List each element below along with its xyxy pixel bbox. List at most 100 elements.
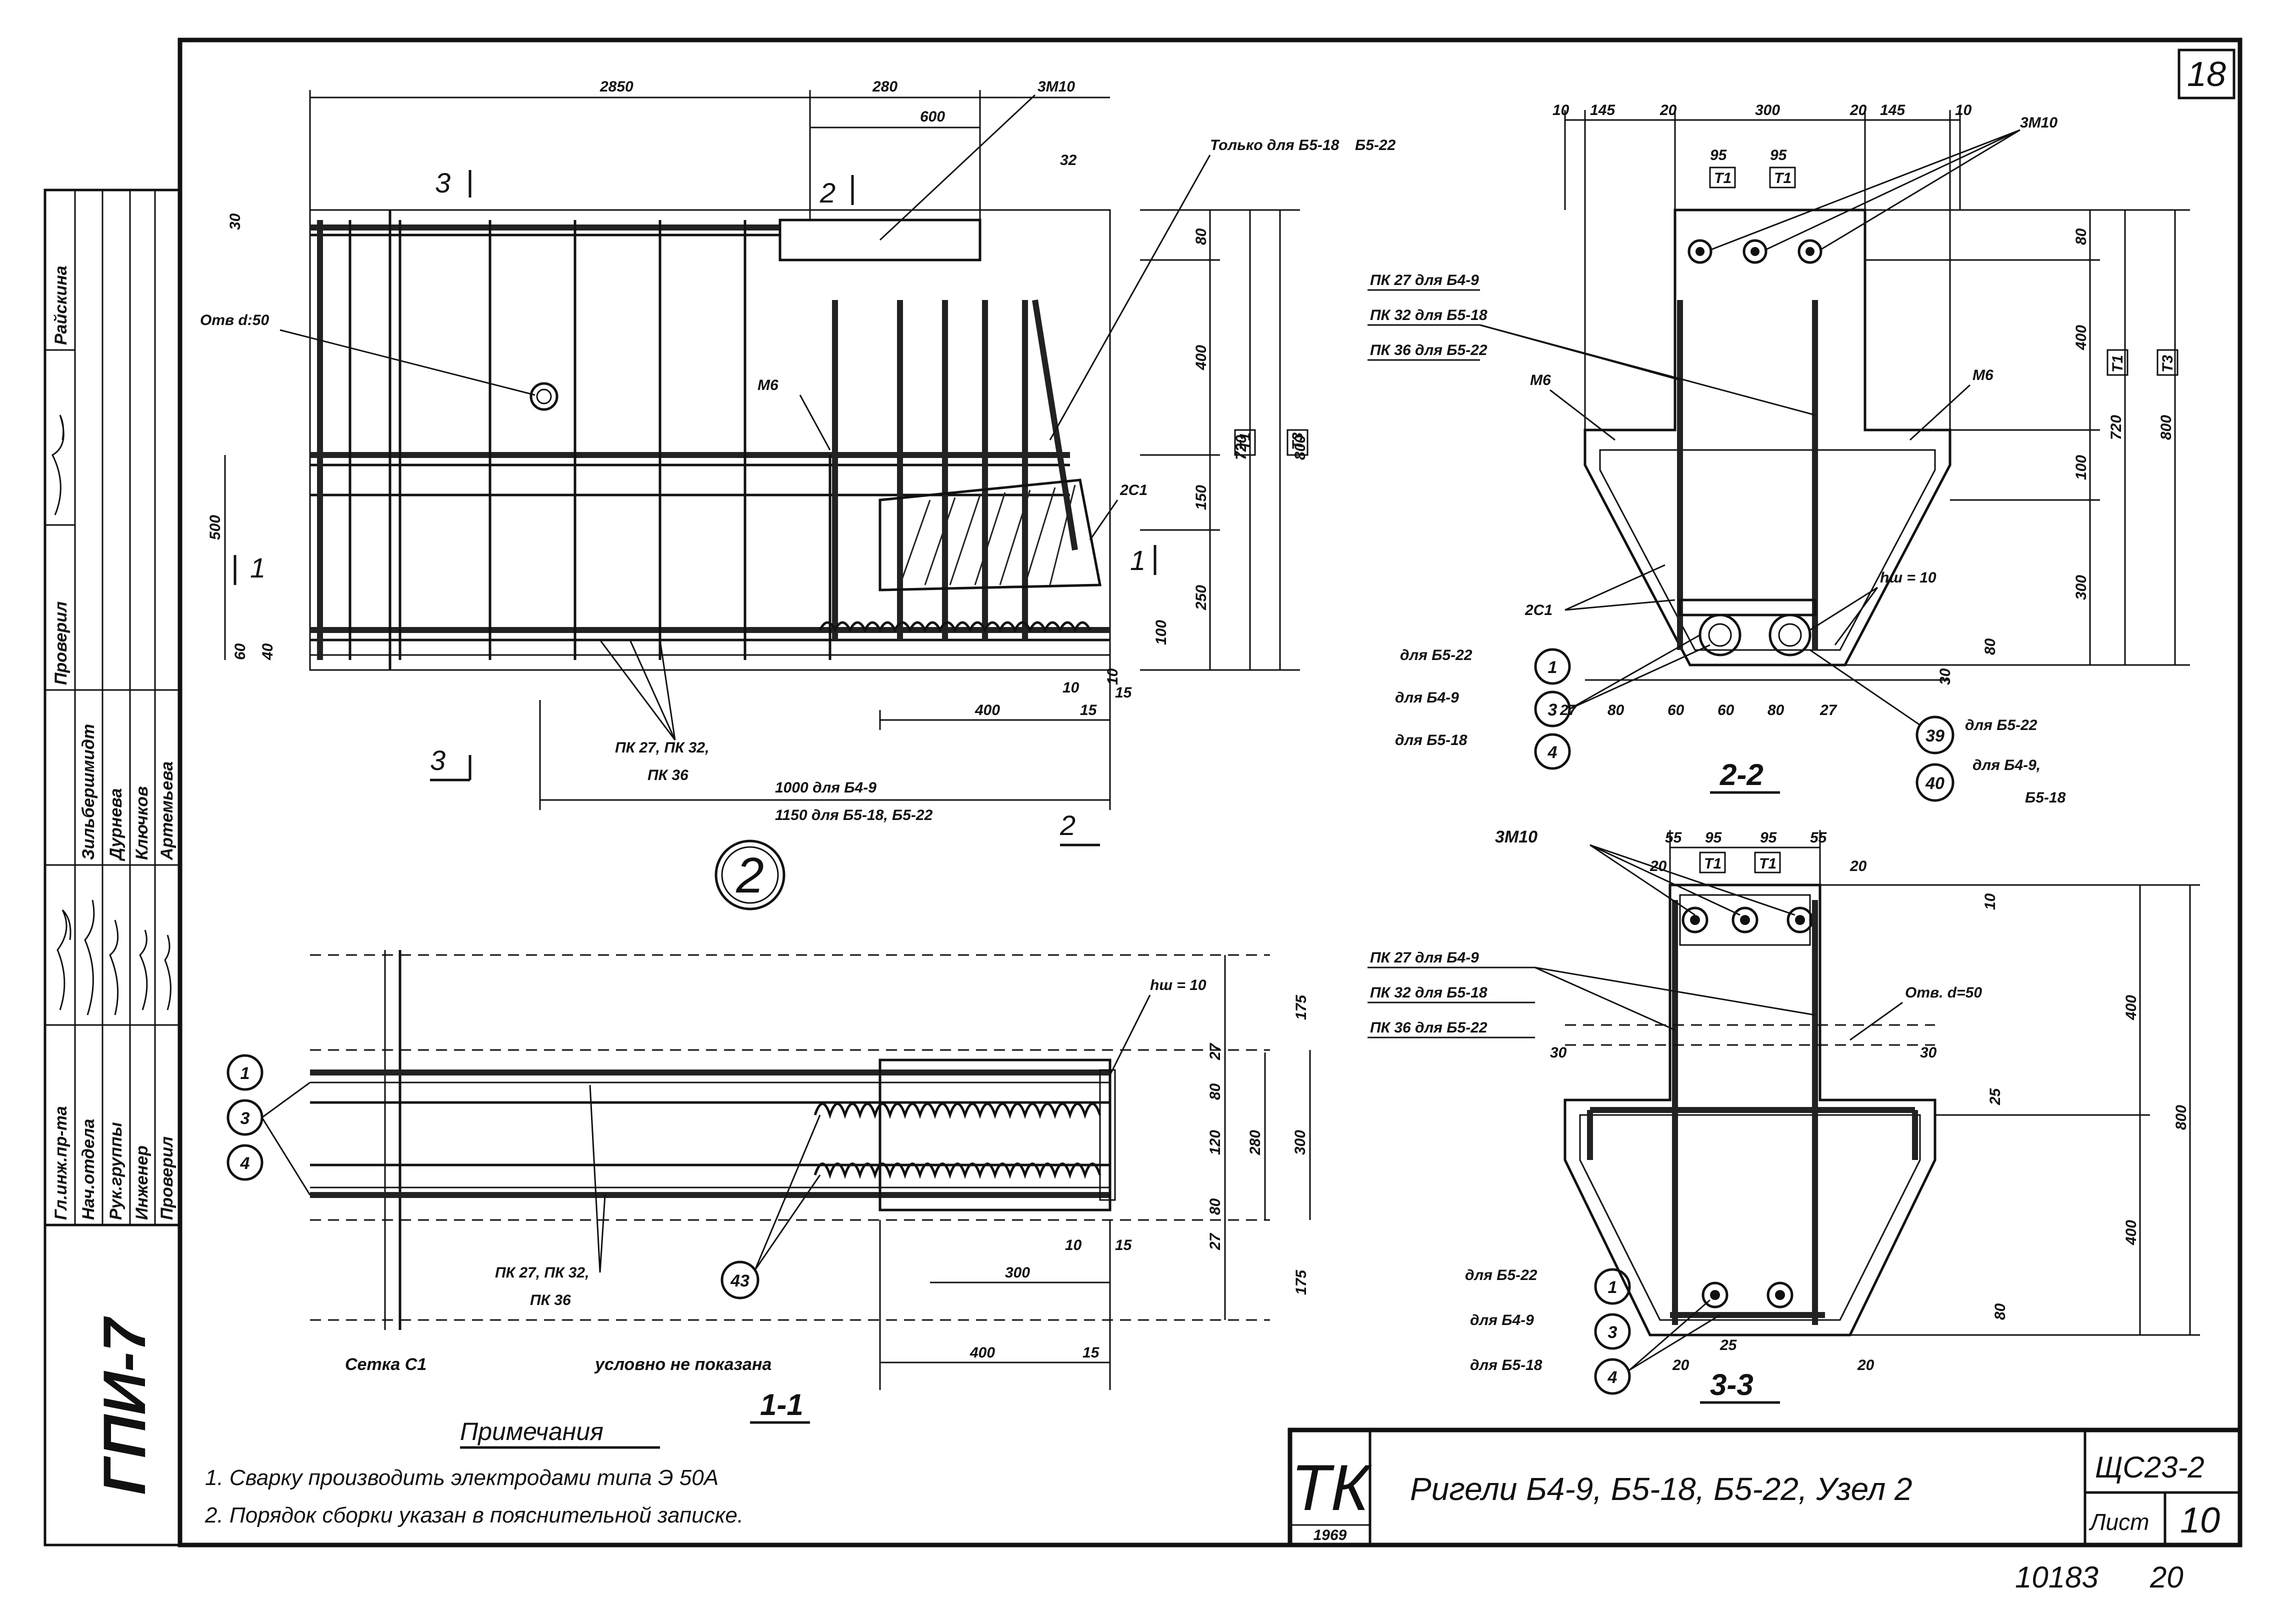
pk22-36: ПК 36 для Б5-22: [1370, 342, 1488, 358]
checker-name: Райскина: [52, 266, 70, 345]
dim-2850: 2850: [600, 78, 634, 95]
tag33-t1a-text: Т1: [1704, 856, 1722, 872]
dim33-55a: 55: [1665, 830, 1682, 846]
tag22-t1c-text: Т1: [2110, 355, 2126, 372]
dim22-20a: 20: [1660, 102, 1677, 118]
title-block: ТК 1969 Ригели Б4-9, Б5-18, Б5-22, Узел …: [1288, 1428, 2242, 1548]
dim22-10b: 10: [1955, 102, 1972, 118]
callout33-4-num: 4: [1608, 1368, 1618, 1387]
tag-t3-text: Т3: [1290, 432, 1306, 450]
dim11-b300: 300: [1005, 1264, 1030, 1281]
dim22-10a: 10: [1552, 102, 1570, 118]
dim-b10b: 10: [1104, 668, 1121, 685]
signatures: [52, 414, 172, 1016]
dim-b15b: 15: [1115, 684, 1132, 701]
dim33-r80: 80: [1992, 1303, 2008, 1320]
dim-r100: 100: [1153, 620, 1170, 645]
dim22-r80: 80: [2073, 228, 2090, 245]
sec-mark-3-top: 3: [435, 167, 450, 198]
dim33-95b: 95: [1760, 830, 1778, 846]
dim-b10: 10: [1062, 680, 1080, 696]
dim11-175b: 175: [1293, 1270, 1310, 1295]
checker-label: Проверил: [52, 602, 70, 685]
dim22-r80b: 80: [1982, 638, 1998, 655]
org-code-vertical: ГПИ-7: [91, 1316, 158, 1495]
pk-label-11: ПК 27, ПК 32,: [495, 1264, 589, 1281]
dim22-300: 300: [1755, 102, 1780, 118]
tag22-t1a-text: Т1: [1714, 170, 1732, 186]
m6-22b: М6: [1972, 367, 1994, 384]
dim22-145a: 145: [1590, 102, 1616, 118]
m6-22a: М6: [1530, 372, 1551, 388]
stirrups: [317, 210, 832, 670]
tag22-t1a: [1709, 166, 1736, 188]
archive-number: 10183: [2015, 1560, 2098, 1594]
callout33-4: [1594, 1358, 1631, 1395]
callout-4-num: 4: [240, 1154, 250, 1173]
role-group-lead: Рук.группы: [106, 1122, 126, 1220]
name-durneva: Дурнева: [106, 788, 126, 862]
dim22-r400: 400: [2073, 325, 2090, 350]
node-2-callout: [714, 840, 786, 910]
c33-1-text: для Б5-22: [1465, 1267, 1538, 1284]
callout-43: [720, 1260, 760, 1300]
dim22-145b: 145: [1880, 102, 1906, 118]
dim11-b15b: 15: [1115, 1237, 1132, 1254]
dim33-r800: 800: [2173, 1105, 2190, 1130]
dim-280: 280: [872, 78, 898, 95]
left-stamp-strip: Гл.инж.пр-та Нач.отдела Рук.группы Инжен…: [44, 188, 182, 1546]
dim22-95b: 95: [1770, 147, 1788, 164]
note-2: 2. Порядок сборки указан в пояснительной…: [204, 1503, 744, 1528]
role-checker: Проверил: [158, 1136, 176, 1220]
tag33-t1b-text: Т1: [1759, 856, 1776, 872]
title-list-label: Лист: [2088, 1509, 2149, 1535]
dim-r250: 250: [1193, 585, 1210, 610]
callout22-40: [1916, 763, 1954, 802]
dim22-b60b: 60: [1718, 702, 1734, 718]
dim33-25: 25: [1720, 1337, 1738, 1354]
pk33-32: ПК 32 для Б5-18: [1370, 984, 1488, 1001]
mesh-not-shown: условно не показана: [594, 1355, 772, 1374]
hole-d50: [530, 382, 558, 411]
callout-4: [226, 1144, 264, 1181]
dim-30: 30: [227, 213, 244, 230]
len-1150: 1150 для Б5-18, Б5-22: [775, 807, 933, 824]
callout-3-num: 3: [240, 1109, 250, 1128]
section-3-3: 55 95 95 55 Т1 Т1 20 20 20 20 3М10 ПК 27…: [1368, 828, 2200, 1404]
dim22-r30: 30: [1937, 668, 1954, 685]
sec-mark-2-top: 2: [820, 177, 836, 208]
notes-heading: Примечания: [460, 1418, 604, 1446]
callout22-4: [1534, 733, 1571, 770]
c1-22: 2С1: [1524, 602, 1552, 618]
bars22-label: 3М10: [2020, 114, 2058, 131]
dim-r80: 80: [1193, 228, 1210, 245]
note-only-for: Только для Б5-18: [1210, 137, 1340, 154]
name-zilbershmidt: Зильбершмидт: [79, 724, 98, 860]
label-3m10: 3М10: [1038, 78, 1075, 95]
callout33-3-num: 3: [1608, 1323, 1618, 1342]
bars33-label: 3М10: [1495, 828, 1538, 846]
tag-t3: [1286, 429, 1308, 456]
pk33-27: ПК 27 для Б4-9: [1370, 950, 1479, 966]
tag22-t1b: [1769, 166, 1796, 188]
dim22-r800: 800: [2158, 415, 2174, 440]
pk-label-11b: ПК 36: [530, 1292, 571, 1308]
node-2-label: 2: [736, 848, 764, 904]
dim11-b400: 400: [970, 1344, 995, 1361]
callout33-1-num: 1: [1608, 1278, 1618, 1297]
pk33-36: ПК 36 для Б5-22: [1370, 1020, 1488, 1036]
node-2-elevation: 2850 280 3М10 600 32 30 80 400 720 800 1…: [200, 78, 1396, 910]
dim33-30a: 30: [1550, 1044, 1567, 1061]
sec-mark-3-bottom: 3: [430, 744, 446, 776]
dim22-b27b: 27: [1820, 702, 1838, 718]
role-dept-head: Нач.отдела: [79, 1119, 98, 1220]
hole-label: Отв d:50: [200, 312, 269, 328]
hw-label-11: hш = 10: [1150, 977, 1206, 994]
tag33-t1a: [1699, 852, 1726, 874]
len-1000: 1000 для Б4-9: [775, 780, 876, 796]
c22-40-text: для Б4-9,: [1972, 757, 2040, 774]
tag22-t1b-text: Т1: [1774, 170, 1792, 186]
section-1-1: 175 27 80 120 80 27 175 280 300 300 400 …: [226, 950, 1311, 1424]
pk-label: ПК 27, ПК 32,: [615, 740, 709, 756]
